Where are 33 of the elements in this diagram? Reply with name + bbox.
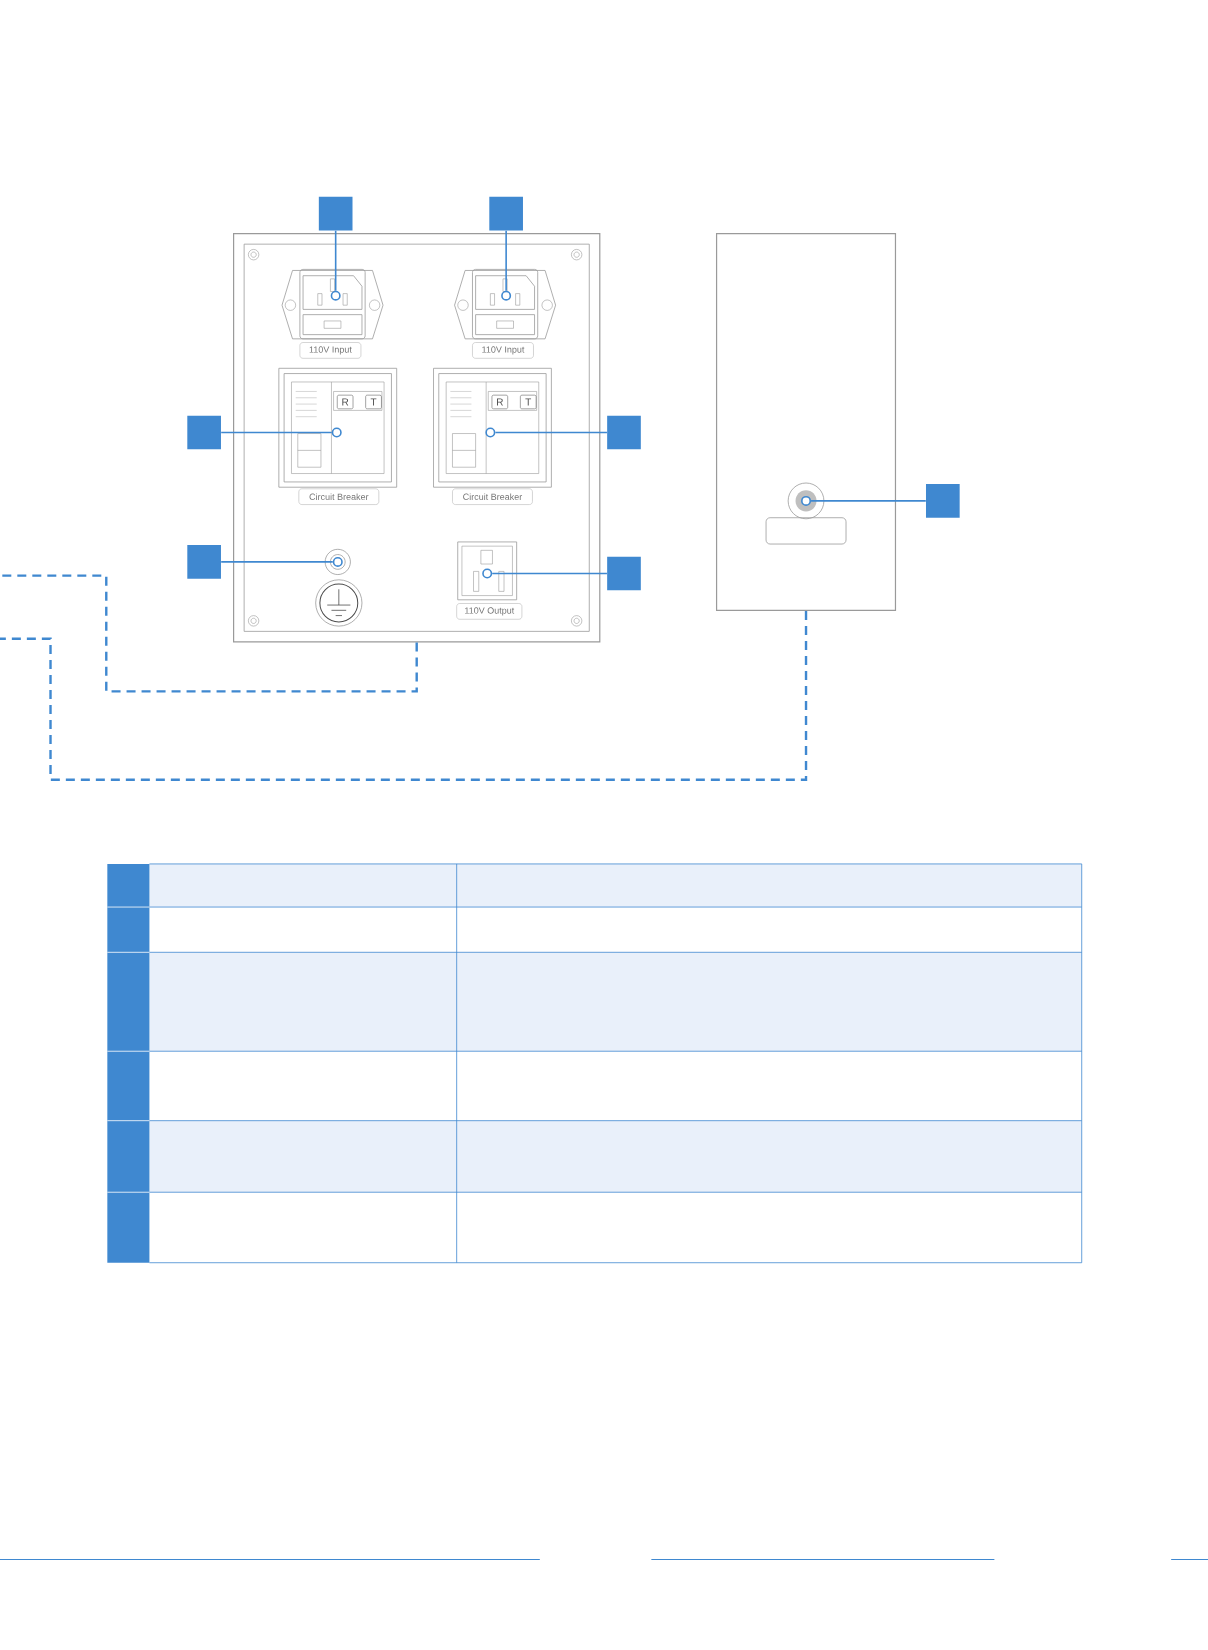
leader-line [491,572,608,575]
callout-box [187,415,221,450]
dashed-line [0,574,418,693]
leader-line [494,431,608,434]
callout-box [926,484,960,518]
button-label: T [365,394,382,410]
button-label: R [336,394,354,410]
part-label: 110V Input [299,342,362,359]
leader-line [505,229,507,292]
leader-line [810,500,927,502]
target-point [331,427,342,438]
part-label: Circuit Breaker [298,488,380,505]
callout-box [607,556,641,591]
target-point [485,427,496,438]
target-point [801,495,812,506]
leader-line [334,229,337,292]
dashed-line [0,610,808,781]
callout-box [607,415,641,450]
button-label: T [520,394,537,410]
leader-line [220,431,333,434]
callout-box [318,196,353,231]
target-point [482,568,493,579]
side-panel [716,233,897,611]
part-label: Circuit Breaker [452,488,533,505]
target-point [330,290,341,301]
callout-box [489,196,523,231]
target-point [332,556,343,567]
part-label: 110V Input [472,342,534,359]
leader-line [220,561,334,563]
part-label: 110V Output [456,603,523,620]
button-label: R [491,394,509,410]
target-point [501,290,512,301]
callout-box [187,545,221,579]
